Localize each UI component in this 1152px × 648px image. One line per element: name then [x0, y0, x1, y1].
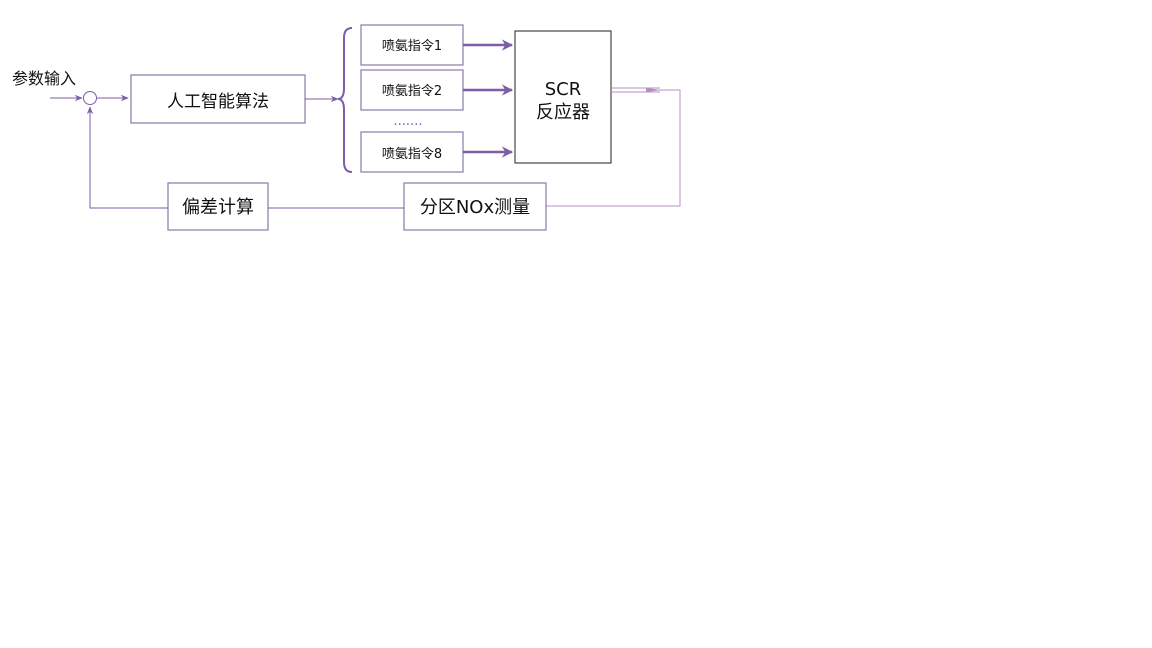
deviation-to-junction-arrow: [86, 106, 168, 209]
command-box-1: [360, 24, 464, 66]
deviation-box: [167, 182, 269, 231]
command-box-8: [360, 131, 464, 173]
deviation-label: 偏差计算: [182, 197, 254, 218]
command-label-2: 喷氨指令2: [382, 84, 442, 99]
algorithm-box: [130, 74, 306, 124]
summing-junction: [83, 91, 97, 105]
input-label: 参数输入: [12, 69, 76, 88]
brace: [337, 27, 353, 173]
scr-reactor-box: [514, 30, 612, 164]
command-label-8: 喷氨指令8: [382, 147, 442, 162]
measurement-box: [403, 182, 547, 231]
feedback-path: [546, 89, 681, 207]
reactor-label-line2: 反应器: [536, 102, 590, 123]
command-box-2: [360, 69, 464, 111]
reactor-label-line1: SCR: [545, 79, 582, 100]
command-label-1: 喷氨指令1: [382, 39, 442, 54]
ellipsis: ·······: [394, 118, 423, 133]
output-arrowhead: [646, 88, 662, 92]
algorithm-label: 人工智能算法: [167, 92, 269, 112]
measurement-label: 分区NOx测量: [420, 197, 530, 218]
